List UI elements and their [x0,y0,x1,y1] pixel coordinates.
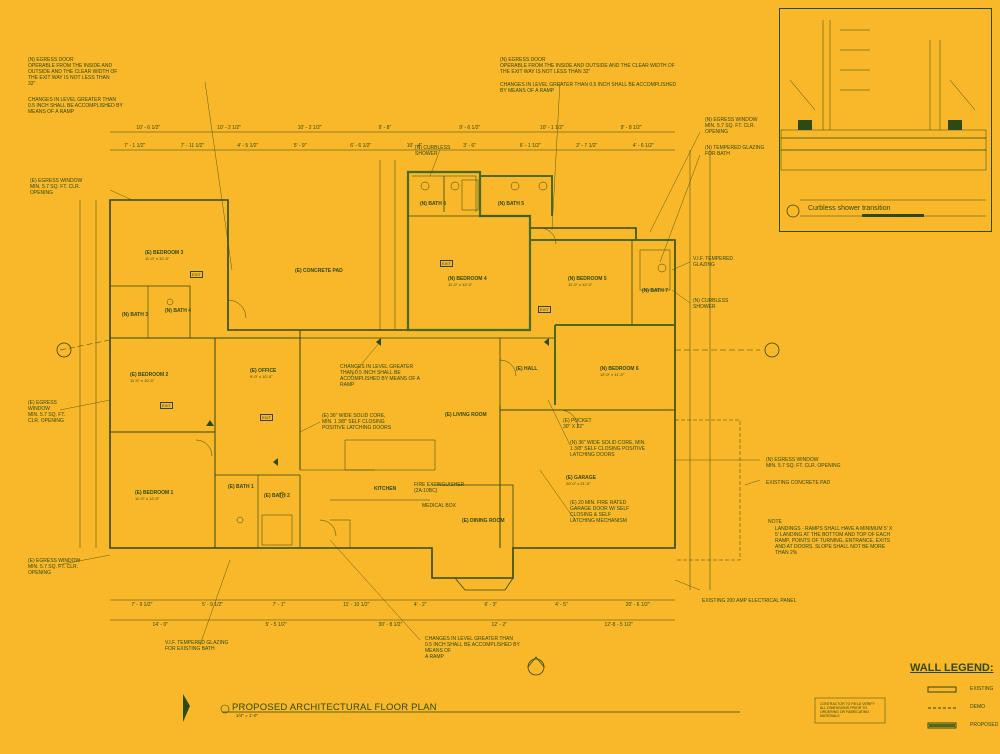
exit-sign: EXIT [190,271,203,278]
room-bath-2: (E) BATH 2 [264,493,290,499]
dimension-text: 7' - 1" [272,602,286,608]
callout-pocket-door: (E) POCKET 30" X 22" [563,418,592,430]
dimension-text: 4' - 5 1/2" [237,143,259,149]
dimension-text: 7' - 9 1/2" [131,602,153,608]
dimension-text: 2' - 7 1/2" [576,143,598,149]
legend-proposed: PROPOSED [970,722,999,728]
dimension-text: 10' - 4" [406,143,423,149]
exit-sign: EXIT [440,260,453,267]
note-heading: NOTE [768,519,782,525]
dimension-text: 9' - 6 1/2" [459,125,481,131]
dimension-text: 6' - 1 1/2" [519,143,541,149]
dimension-text: 11' - 10 1/2" [343,602,370,608]
callout-curbless-shower-top: (N) CURBLESS SHOWER [415,145,451,157]
drawing-scale: 1/4" = 1'-0" [236,713,258,718]
callout-level-change-left: CHANGES IN LEVEL GREATER THAN 0.5 INCH S… [28,97,123,115]
dimension-text: 10' - 2 1/2" [297,125,322,131]
dimension-text: 7' - 11 1/2" [180,143,205,149]
room-bath-1: (E) BATH 1 [228,484,254,490]
dimension-text: 12'-8 - 5 1/2" [604,622,633,628]
room-kitchen: KITCHEN [374,486,397,492]
callout-tempered-glazing-bath: (N) TEMPERED GLAZING FOR BATH [705,145,765,157]
room-dining: (E) DINING ROOM [462,518,505,524]
exit-sign: EXIT [260,414,273,421]
callout-solid-core-door-left: (E) 36" WIDE SOLID CORE, MIN. 1 3/8" SEL… [322,413,392,431]
dimension-text: 10' - 6 1/2" [136,125,161,131]
legend-existing: EXISTING [970,686,994,692]
callout-egress-window-left-top: (E) EGRESS WINDOW MIN. 5.7 SQ. FT. CLR. … [30,178,83,196]
dimension-text: 4' - 2" [413,602,427,608]
callout-fire-extinguisher: FIRE EXTINGUISHER (2A:10BC) [414,482,465,494]
room-living: (E) LIVING ROOM [445,412,487,418]
callout-egress-door-center: (N) EGRESS DOOR OPERABLE FROM THE INSIDE… [500,57,675,75]
room-bath-3: (N) BATH 3 [122,312,149,318]
wall-legend-title: WALL LEGEND: [910,662,994,674]
dimension-text: 20' - 6 1/2" [625,602,650,608]
exit-sign: EXIT [538,306,551,313]
room-bath-4: (N) BATH 4 [165,308,192,314]
detail-curbless-shower-box [779,8,992,232]
dimension-text: 10' - 2 1/2" [217,125,241,131]
legend-demo: DEMO [970,704,985,710]
drawing-title: PROPOSED ARCHITECTURAL FLOOR PLAN [232,702,437,713]
callout-existing-pad-right: EXISTING CONCRETE PAD [766,480,831,486]
room-bath-6: (N) BATH 6 [420,201,447,207]
dimension-text: 14' - 0" [152,622,169,628]
callout-vif-tempered: V.I.F. TEMPERED GLAZING [693,256,734,268]
room-bath-5: (N) BATH 5 [498,201,525,207]
callout-egress-window-left-mid: (E) EGRESS WINDOW MIN. 5.7 SQ. FT. CLR. … [28,400,66,424]
dimension-text: 5' - 9" [293,143,307,149]
callout-curbless-shower-right: (N) CURBLESS SHOWER [693,298,729,310]
callout-level-change-mid: CHANGES IN LEVEL GREATER THAN 0.5 INCH S… [340,364,420,388]
dimension-text: 5' - 5 1/2" [265,622,287,628]
detail-title: Curbless shower transition [808,205,891,212]
dimension-text: 12' - 2" [491,622,508,628]
contractor-note: CONTRACTOR TO FIELD VERIFY ALL DIMENSION… [820,702,875,718]
callout-egress-window-right: (N) EGRESS WINDOW MIN. 5.7 SQ. FT. CLR. … [766,457,841,469]
note-text: LANDINGS - RAMPS SHALL HAVE A MINIMUM 5'… [775,526,893,556]
room-bath-7: (N) BATH 7 [642,288,669,294]
callout-egress-window-top-right: (N) EGRESS WINDOW MIN. 5.7 SQ. FT. CLR. … [705,117,758,135]
north-arrow-icon [176,692,196,724]
callout-vif-tempered-bath: V.I.F. TEMPERED GLAZING FOR EXISTING BAT… [165,640,229,652]
dimension-text: 30' - 8 1/2" [378,622,403,628]
dimension-text: 3' - 6" [463,143,476,149]
dimension-text: 4' - 6 1/2" [632,143,654,149]
callout-level-change-center: CHANGES IN LEVEL GREATER THAN 0.5 INCH S… [500,82,677,94]
callout-electrical-panel: EXISTING 200 AMP ELECTRICAL PANEL [702,598,797,604]
callout-egress-window-left-bottom: (E) EGRESS WINDOW MIN. 5.7 SQ. FT. CLR. … [28,558,81,576]
room-concrete-pad: (E) CONCRETE PAD [295,268,343,274]
dimension-text: 6' - 3" [484,602,498,608]
dimension-text: 7' - 1 1/2" [124,143,146,149]
dimension-text: 5' - 9 1/2" [201,602,224,608]
dimension-text: 9' - 8 1/2" [620,125,642,131]
exit-sign: EXIT [160,402,173,409]
dimension-text: 6' - 6 1/2" [350,143,372,149]
callout-level-change-bottom: CHANGES IN LEVEL GREATER THAN 0.5 INCH S… [425,636,520,660]
callout-medical-box: MEDICAL BOX [422,503,456,509]
callout-solid-core-door-right: (N) 36" WIDE SOLID CORE, MIN. 1 3/8" SEL… [570,440,646,458]
room-hall: (E) HALL [516,366,538,372]
callout-egress-door-left: (N) EGRESS DOOR OPERABLE FROM THE INSIDE… [28,57,118,87]
dimension-text: 4' - 5" [555,602,568,608]
callout-garage-door: (E) 20 MIN. FIRE RATED GARAGE DOOR W/ SE… [570,500,630,524]
dimension-text: 9' - 8" [378,125,392,131]
dimension-text: 10' - 1 1/2" [539,125,564,131]
